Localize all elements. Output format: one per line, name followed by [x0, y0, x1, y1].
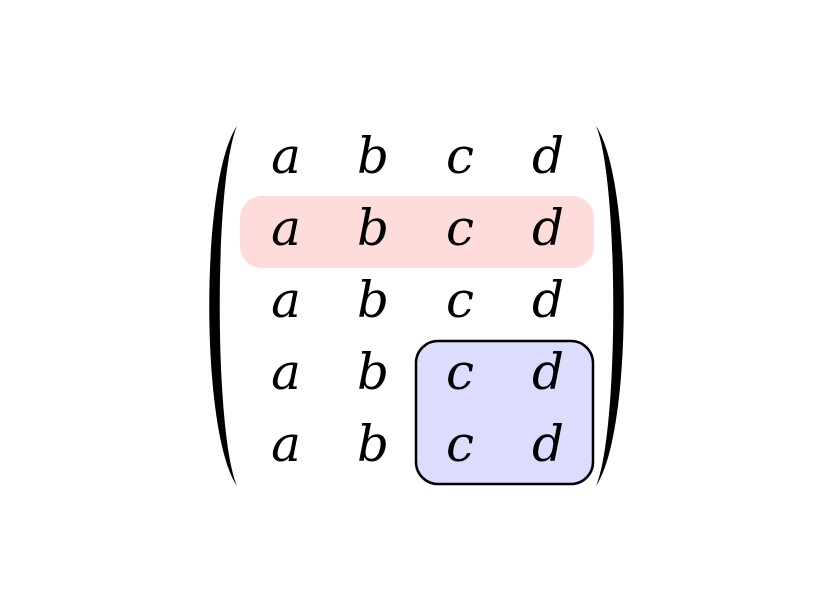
right-parenthesis	[596, 126, 624, 486]
matrix-entry-r2-c3: c	[446, 199, 474, 257]
matrix-entry-r3-c3: c	[446, 271, 474, 329]
block-highlight	[414, 339, 595, 486]
matrix-entry-r3-c1: a	[271, 271, 301, 329]
matrix-entry-r5-c2: b	[357, 415, 389, 473]
matrix-entry-r4-c4: d	[532, 343, 564, 401]
matrix-entry-r3-c2: b	[357, 271, 389, 329]
left-parenthesis	[209, 126, 237, 486]
matrix-entry-r4-c3: c	[446, 343, 474, 401]
matrix-entry-r4-c2: b	[357, 343, 389, 401]
matrix-entry-r3-c4: d	[532, 271, 564, 329]
matrix-entry-r1-c2: b	[357, 127, 389, 185]
matrix-entry-r5-c1: a	[271, 415, 301, 473]
matrix-entry-r5-c3: c	[446, 415, 474, 473]
row-highlight	[240, 196, 594, 268]
matrix-entry-r1-c3: c	[446, 127, 474, 185]
matrix-entry-r2-c1: a	[271, 199, 301, 257]
matrix-entry-r2-c2: b	[357, 199, 389, 257]
matrix-entry-r4-c1: a	[271, 343, 301, 401]
matrix-entry-r5-c4: d	[532, 415, 564, 473]
matrix-entry-r1-c4: d	[532, 127, 564, 185]
matrix-entry-r1-c1: a	[271, 127, 301, 185]
matrix-entry-r2-c4: d	[532, 199, 564, 257]
